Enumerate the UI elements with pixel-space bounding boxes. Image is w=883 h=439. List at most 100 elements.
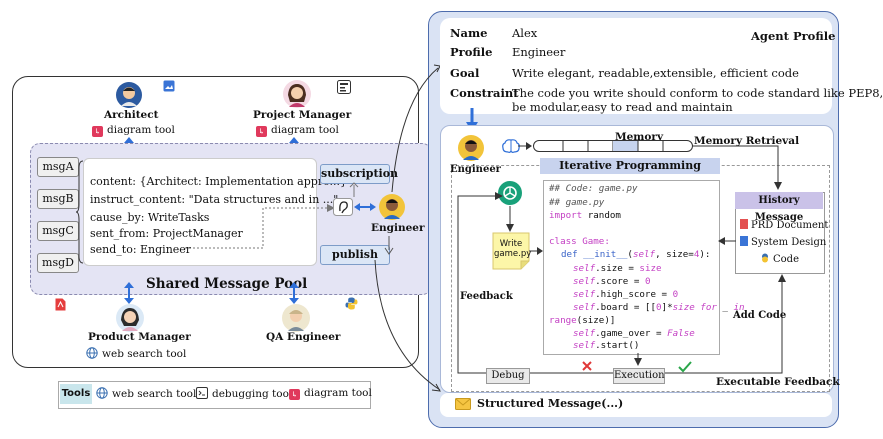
msg-d[interactable]: msgD: [37, 253, 79, 273]
project-manager-label: Project Manager: [253, 109, 352, 121]
code-line-10: range(size)]: [549, 315, 615, 326]
token: .game_over =: [595, 328, 668, 339]
python-icon: [762, 253, 768, 263]
token: range: [549, 315, 577, 326]
legend-debugging-label: debugging tool: [212, 388, 293, 400]
constraint-value-1: The code you write should conform to cod…: [512, 86, 883, 100]
profile-value: Engineer: [512, 45, 566, 59]
code-line-7: self.score = 0: [573, 276, 650, 287]
publish-button[interactable]: publish: [320, 245, 390, 265]
goal-value: Write elegant, readable,extensible, effi…: [512, 66, 799, 80]
token: _: [716, 302, 734, 313]
architect-label: Architect: [104, 109, 159, 121]
document-icon: [740, 236, 748, 246]
diagram-tool-label: diagram tool: [271, 124, 339, 136]
token: class: [549, 236, 577, 247]
legend-debugging: debugging tool: [196, 387, 292, 400]
code-line-5: def __init__(self, size=4):: [561, 249, 710, 260]
token: , size=: [655, 249, 694, 260]
token: self: [573, 276, 596, 287]
executable-feedback-label: Executable Feedback: [716, 376, 840, 388]
structured-message-bar: [440, 393, 832, 417]
msg-a[interactable]: msgA: [37, 157, 79, 177]
history-message-title: History Message: [735, 192, 823, 223]
openai-icon: [498, 181, 522, 205]
token: 0: [656, 302, 662, 313]
field-instruct-content: instruct_content: "Data structures and i…: [90, 193, 339, 206]
code-line-3: import random: [549, 210, 621, 221]
success-icon: [678, 361, 692, 373]
token: __init__: [577, 249, 628, 260]
token: self: [573, 302, 596, 313]
token: ):: [699, 249, 711, 260]
pool-pm-arrow: [124, 282, 134, 304]
token: .start(): [595, 340, 640, 351]
name-label: Name: [450, 26, 488, 40]
code-editor[interactable]: ## Code: game.py ## game.py import rando…: [543, 180, 745, 355]
msg-b[interactable]: msgB: [37, 189, 79, 209]
token: .size =: [595, 263, 640, 274]
web-search-tool-label: web search tool: [102, 348, 187, 360]
diagram-icon: ↳: [289, 389, 300, 400]
field-cause-by: cause_by: WriteTasks: [90, 211, 210, 224]
legend-diagram-label: diagram tool: [304, 387, 372, 399]
token: self: [573, 289, 596, 300]
history-item-design[interactable]: System Design: [740, 236, 826, 248]
token: .high_score =: [595, 289, 673, 300]
history-item-code[interactable]: Code: [760, 253, 799, 265]
qa-engineer-label: QA Engineer: [266, 331, 341, 343]
architect-tool: ↳diagram tool: [92, 124, 175, 137]
subscription-button[interactable]: subscription: [320, 164, 398, 184]
write-label: Write: [499, 239, 523, 249]
envelope-icon: [455, 398, 471, 410]
filename-label: game.py: [494, 249, 532, 259]
pdf-icon: [55, 298, 66, 311]
product-manager-tool: web search tool: [86, 347, 186, 360]
history-item-prd[interactable]: PRD Document: [740, 219, 828, 231]
project-manager-tool: ↳diagram tool: [256, 124, 339, 137]
feedback-label: Feedback: [460, 291, 513, 302]
fail-icon: [582, 361, 592, 371]
code-line-9: self.board = [[0]*size for _ in: [573, 302, 745, 313]
iterative-programming-banner: Iterative Programming: [540, 158, 720, 174]
engineer-label-right: Engineer: [450, 164, 501, 175]
debug-icon: [196, 387, 208, 399]
structured-message-label: Structured Message(...): [477, 397, 624, 410]
token: self: [573, 328, 596, 339]
token: size: [639, 263, 662, 274]
debug-button[interactable]: Debug: [486, 368, 530, 384]
globe-icon: [96, 387, 108, 399]
pool-title: Shared Message Pool: [146, 276, 308, 292]
diagram-icon: ↳: [92, 126, 103, 137]
code-line-12: self.start(): [573, 340, 639, 351]
python-icon: [345, 297, 358, 310]
profile-label: Profile: [450, 45, 493, 59]
execution-button[interactable]: Execution: [613, 368, 665, 384]
code-line-2: ## game.py: [549, 197, 605, 208]
qa-engineer-avatar: [282, 304, 310, 332]
project-manager-avatar: [283, 80, 311, 108]
token: size for: [672, 302, 717, 313]
token: False: [667, 328, 695, 339]
add-code-label: Add Code: [733, 310, 787, 321]
memory-retrieval-arrow: [693, 145, 782, 190]
token: self: [573, 340, 596, 351]
product-manager-label: Product Manager: [88, 331, 191, 343]
subscription-arrow: [349, 182, 359, 197]
pool-qa-arrow: [289, 282, 299, 304]
agent-profile-title: Agent Profile: [751, 29, 836, 43]
token: ]*: [661, 302, 673, 313]
memory-retrieval-label: Memory Retrieval: [694, 135, 800, 147]
token: .board = [[: [595, 302, 656, 313]
constraint-value-2: be modular,easy to read and maintain: [512, 100, 733, 114]
engineer-avatar-right: [458, 135, 484, 161]
token: import: [549, 210, 583, 221]
token: Game:: [576, 236, 610, 247]
product-manager-avatar: [116, 304, 144, 332]
code-line-1: ## Code: game.py: [549, 183, 638, 194]
publish-arrow: [384, 236, 394, 255]
history-code-arrow: [718, 237, 736, 245]
brain-memory-arrow: [518, 142, 532, 150]
msg-c[interactable]: msgC: [37, 221, 79, 241]
history-item-label: PRD Document: [751, 220, 829, 231]
